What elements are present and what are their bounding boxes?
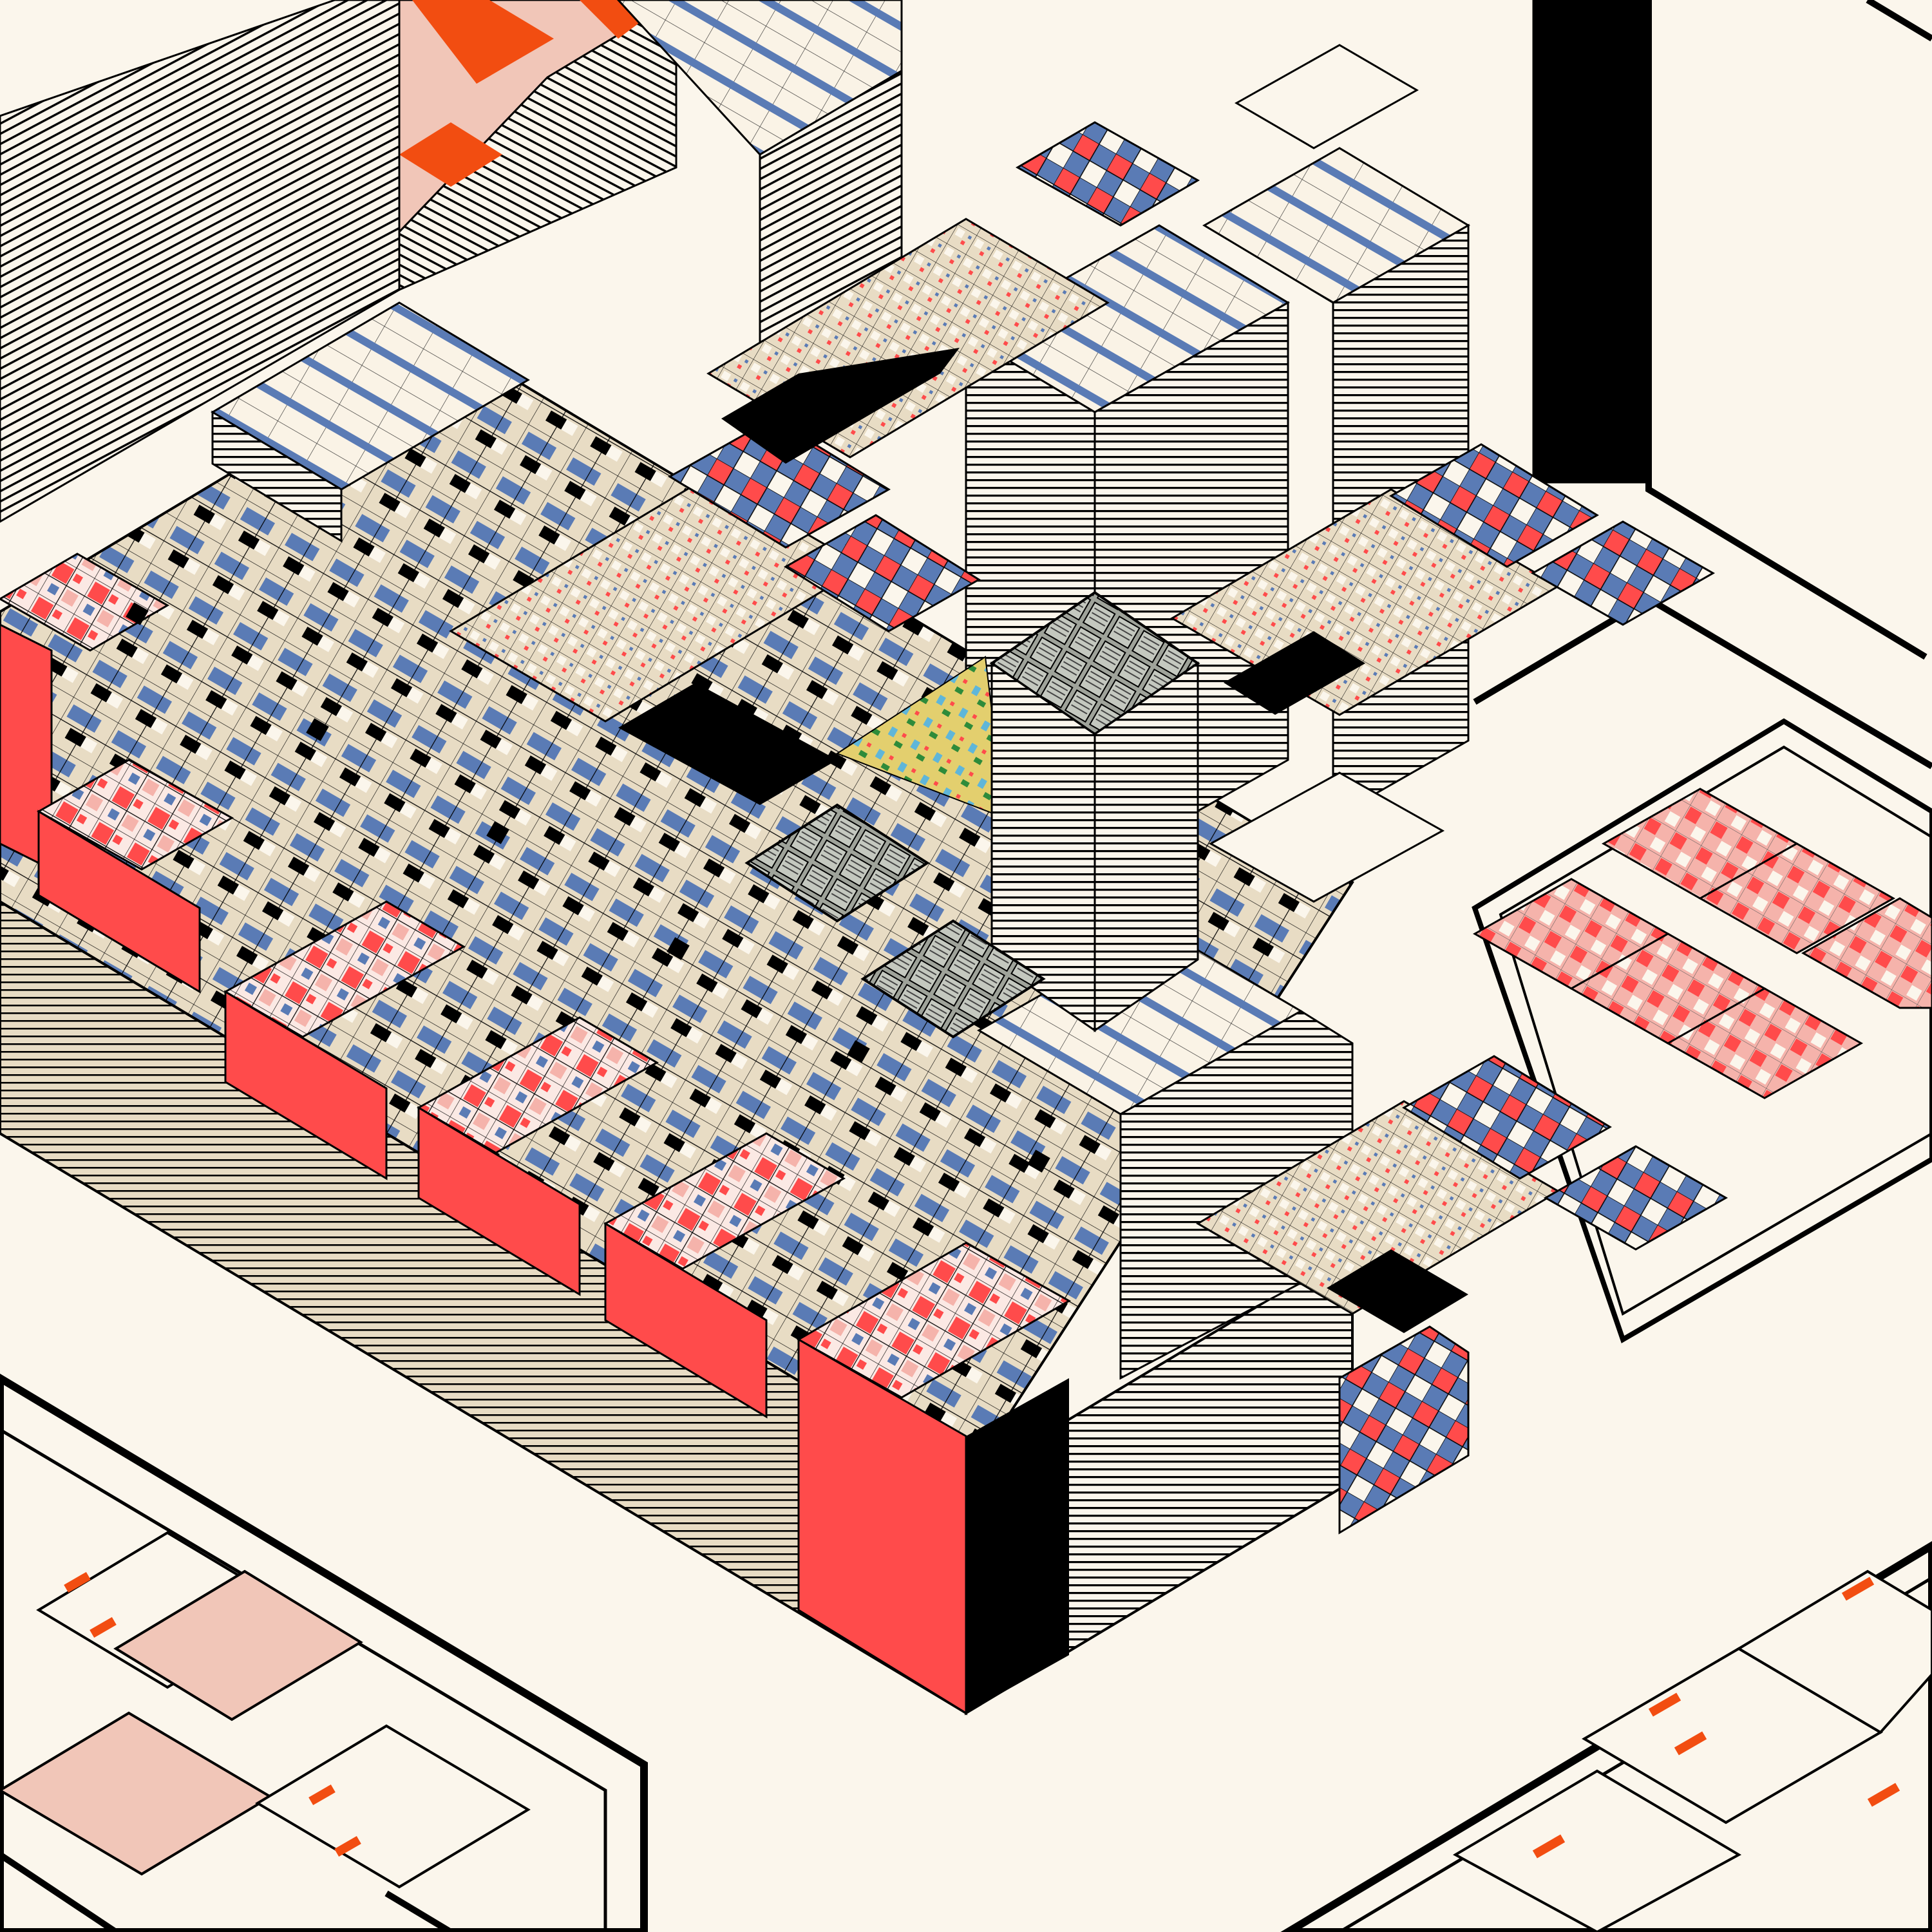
red-tower-2 — [36, 759, 234, 994]
white-tower-lower — [977, 772, 1445, 1380]
shadow-voids — [618, 348, 1468, 1333]
red-tower-4 — [416, 1016, 659, 1296]
red-tower-1 — [0, 553, 169, 871]
grey-roof-tower-main — [989, 591, 1200, 1032]
roof-detail-marks — [126, 602, 1050, 1173]
red-tower-6 — [796, 1242, 1072, 1715]
red-tower-5 — [603, 1132, 846, 1419]
lot-bottom-left — [0, 1374, 648, 1932]
panel-block-2 — [1698, 842, 1896, 954]
lot-outline-right — [1473, 0, 1932, 770]
checker-block-group — [668, 121, 1728, 1535]
white-tower-left — [211, 301, 530, 543]
red-tower-row — [0, 553, 1072, 1715]
panel-block-5 — [1665, 987, 1864, 1099]
grey-roof-tower-a — [744, 803, 930, 923]
orange-roof-tower — [398, 0, 678, 234]
panel-block-6 — [1801, 897, 1932, 1009]
red-tower-3 — [223, 900, 466, 1180]
grey-roof-tower-b — [860, 919, 1046, 1039]
white-tower-center — [964, 224, 1290, 871]
lot-bottom-right — [1280, 1541, 1932, 1932]
